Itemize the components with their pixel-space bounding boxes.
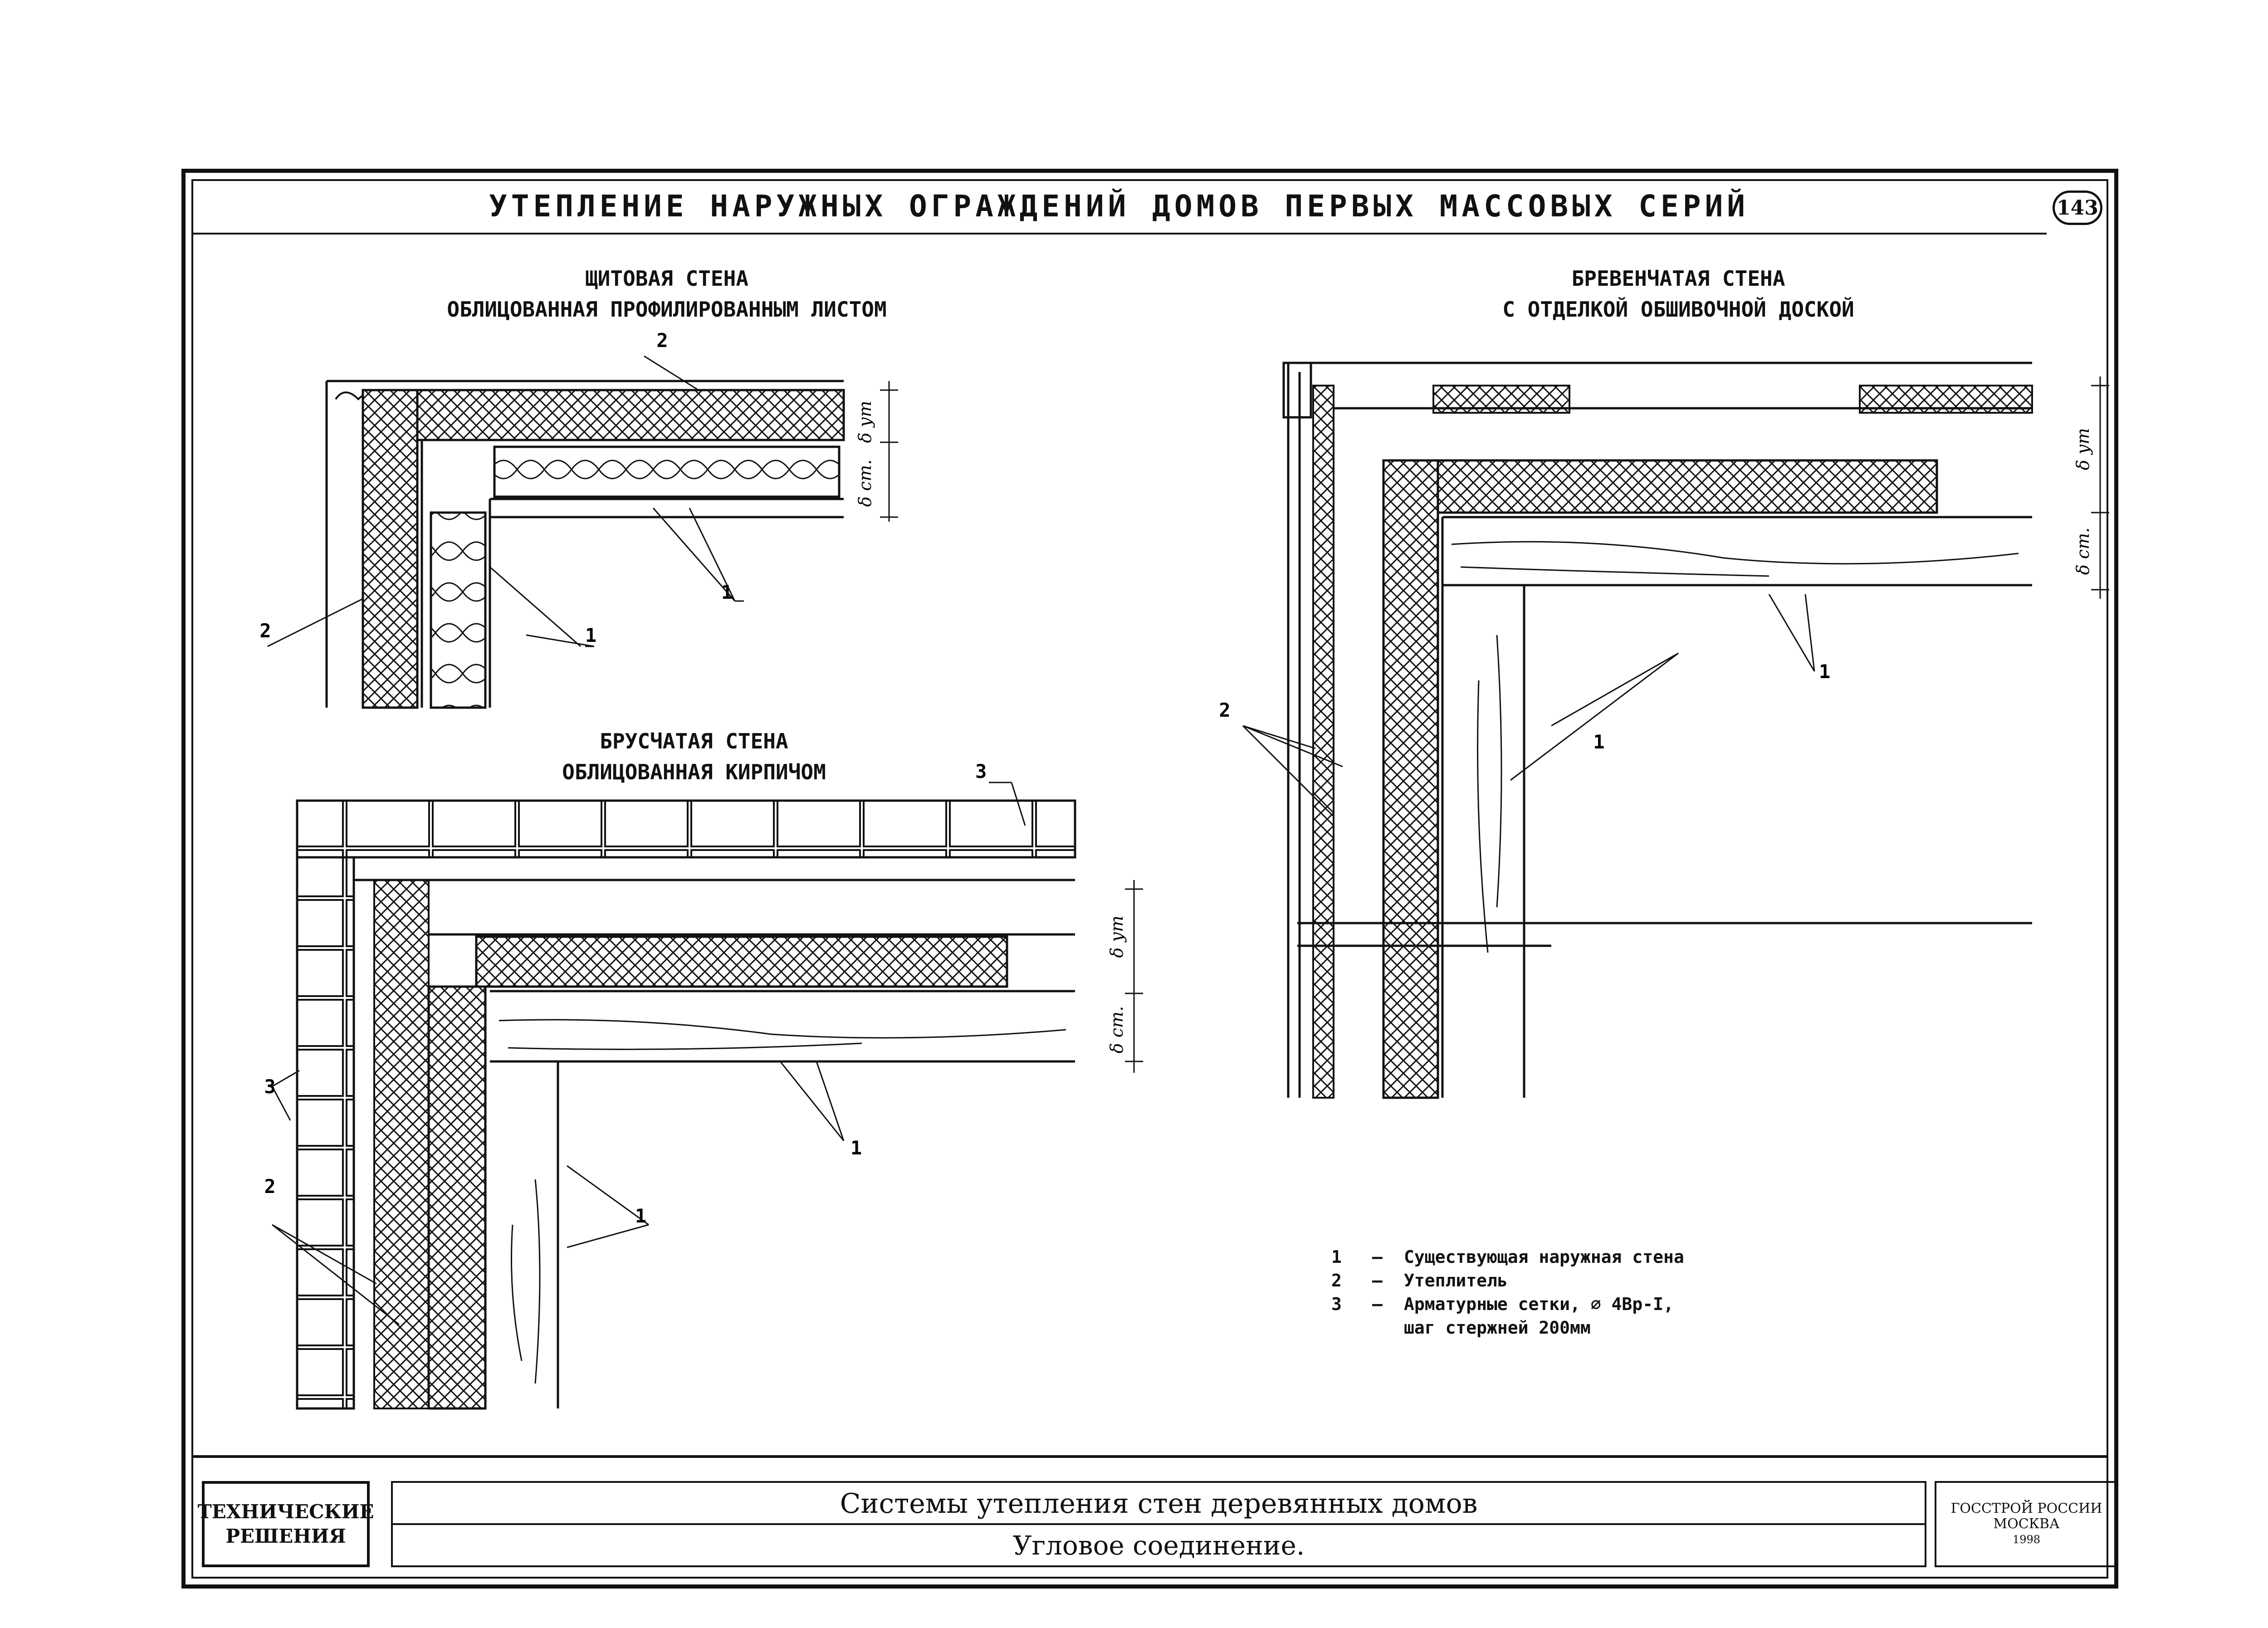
cladding-outline (1287, 362, 2032, 1098)
callout-2-left: 2 (259, 620, 271, 642)
insulation-outer-side (1312, 385, 1334, 1099)
insulation-side-log (1382, 459, 1439, 1099)
dim-wall-2: δ ст. (2073, 528, 2093, 575)
brick-facing-top (296, 799, 1076, 859)
wood-grain-beam (499, 1019, 1066, 1384)
detail-beam-wall (271, 782, 1143, 1410)
legend-continuation: шаг стержней 200мм (1404, 1318, 1591, 1338)
detail-panel-wall (267, 355, 898, 709)
dim-wall-3: δ ст. (1107, 1006, 1127, 1053)
title-block-category: ТЕХНИЧЕСКИЕ РЕШЕНИЯ (198, 1481, 374, 1567)
legend-item: 2 – Утеплитель (1331, 1271, 1508, 1291)
brick-facing-side (296, 856, 355, 1410)
insulation-top-beam (475, 935, 1008, 988)
existing-wall-lines (420, 439, 844, 708)
dim-wall-1: δ ст. (855, 460, 875, 507)
callout-1-log-top: 1 (1819, 660, 1830, 683)
insulation-side (362, 389, 419, 709)
caption-line: ЩИТОВАЯ СТЕНА (585, 266, 749, 291)
caption-log-wall: БРЕВЕНЧАТАЯ СТЕНА С ОТДЕЛКОЙ ОБШИВОЧНОЙ … (1383, 263, 1973, 325)
break-line (1297, 922, 2032, 947)
callout-1-side: 1 (585, 624, 596, 646)
sheet-header: УТЕПЛЕНИЕ НАРУЖНЫХ ОГРАЖДЕНИЙ ДОМОВ ПЕРВ… (191, 179, 2047, 235)
caption-line: ОБЛИЦОВАННАЯ ПРОФИЛИРОВАННЫМ ЛИСТОМ (447, 297, 887, 322)
detail-log-wall (1242, 362, 2109, 1099)
insulation-top (362, 389, 845, 441)
wood-grain (1451, 541, 2019, 953)
callout-1-beam-top: 1 (850, 1137, 862, 1159)
caption-beam-wall: БРУСЧАТАЯ СТЕНА ОБЛИЦОВАННАЯ КИРПИЧОМ (490, 726, 898, 787)
legend-item: 1 – Существующая наружная стена (1331, 1247, 1684, 1267)
callout-1-log-side: 1 (1593, 731, 1604, 753)
title-block-subject: Системы утепления стен деревянных домов (391, 1481, 1926, 1524)
leader-lines-log (1242, 594, 1815, 817)
panel-fill-side (430, 511, 487, 709)
callout-1-top: 1 (721, 581, 733, 603)
leader-lines-beam (271, 782, 1026, 1325)
title-block (191, 1455, 2108, 1579)
page-title: УТЕПЛЕНИЕ НАРУЖНЫХ ОГРАЖДЕНИЙ ДОМОВ ПЕРВ… (489, 188, 1749, 224)
log-wall-lines (1334, 407, 2032, 1098)
legend: 1 – Существующая наружная стена 2 – Утеп… (1331, 1245, 1684, 1340)
sheet-inner-frame (191, 179, 2108, 1579)
caption-line: БРУСЧАТАЯ СТЕНА (600, 729, 788, 753)
callout-2-beam: 2 (264, 1175, 275, 1198)
dim-insulation-1: δ ут (855, 401, 875, 443)
insulation-top-log (1382, 459, 1938, 514)
callout-2-top: 2 (656, 329, 668, 352)
caption-panel-wall: ЩИТОВАЯ СТЕНА ОБЛИЦОВАННАЯ ПРОФИЛИРОВАНН… (372, 263, 962, 325)
callout-3-side: 3 (264, 1076, 275, 1098)
dim-insulation-3: δ ут (1107, 915, 1127, 958)
callout-2-log: 2 (1219, 699, 1230, 721)
insulation-side-beam (427, 985, 487, 1410)
caption-line: БРЕВЕНЧАТАЯ СТЕНА (1571, 266, 1785, 291)
beam-wall-lines (354, 879, 1075, 1408)
callout-1-beam-side: 1 (635, 1205, 646, 1227)
sheet-number: 143 (2053, 191, 2102, 225)
sheet-outer-frame (181, 169, 2118, 1589)
profiled-sheet-outline (325, 380, 844, 708)
title-block-organization: ГОССТРОЙ РОССИИ МОСКВА 1998 (1935, 1481, 2118, 1567)
caption-line: С ОТДЕЛКОЙ ОБШИВОЧНОЙ ДОСКОЙ (1502, 297, 1854, 322)
title-block-sheet-name: Угловое соединение. (391, 1523, 1926, 1567)
callout-3-top: 3 (975, 760, 987, 782)
dim-insulation-2: δ ут (2073, 428, 2093, 470)
caption-line: ОБЛИЦОВАННАЯ КИРПИЧОМ (562, 760, 826, 784)
leader-lines (267, 508, 736, 647)
panel-fill-top (493, 445, 841, 498)
legend-item: 3 – Арматурные сетки, ⌀ 4Вр-I, (1331, 1294, 1674, 1314)
